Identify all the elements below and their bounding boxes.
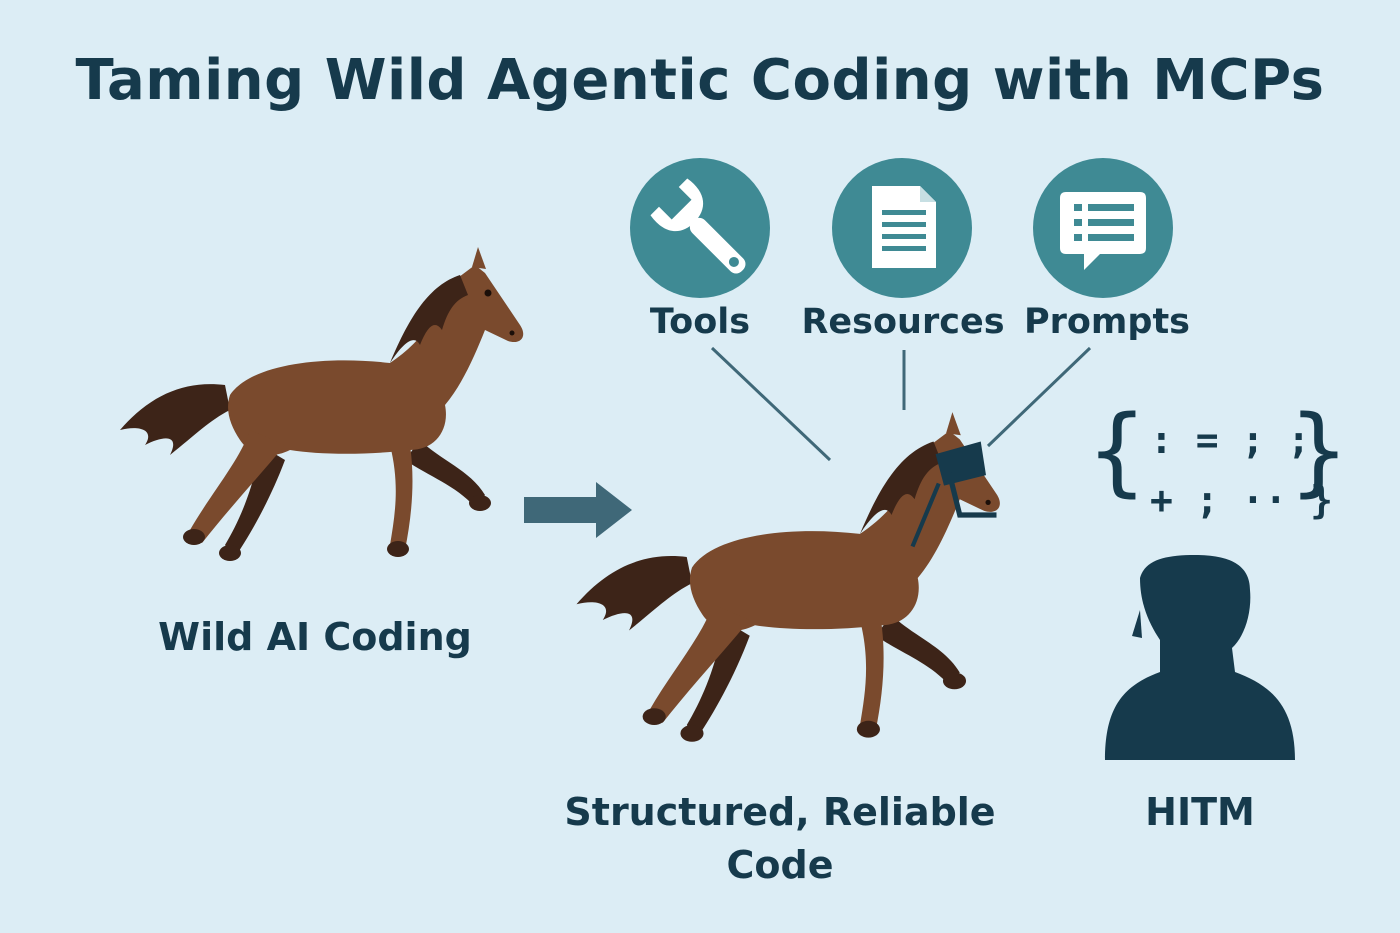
structured-caption-line1: Structured, Reliable xyxy=(564,790,996,834)
wrench-icon xyxy=(650,178,746,274)
wild-horse-icon xyxy=(120,247,524,561)
chat-list-icon xyxy=(1060,192,1146,270)
hitm-caption: HITM xyxy=(1145,790,1255,834)
resources-label: Resources xyxy=(801,302,1005,342)
tamed-horse-icon xyxy=(576,412,1000,742)
wild-caption: Wild AI Coding xyxy=(158,615,472,659)
structured-caption-line2: Code xyxy=(726,843,834,887)
code-close-brace: } xyxy=(1290,395,1348,507)
person-icon xyxy=(1105,555,1295,760)
connector-lines xyxy=(710,346,1092,462)
transition-arrow-icon xyxy=(524,482,632,538)
tools-connector xyxy=(710,346,832,462)
code-line-2: + ; ·· } xyxy=(1150,478,1334,522)
code-line-1: : = ; ; xyxy=(1150,418,1311,462)
prompts-connector xyxy=(986,346,1092,448)
document-icon xyxy=(872,186,936,268)
code-open-brace: { xyxy=(1088,395,1146,507)
tools-label: Tools xyxy=(649,302,751,342)
prompts-label: Prompts xyxy=(1023,302,1191,342)
diagram-title: Taming Wild Agentic Coding with MCPs xyxy=(75,48,1325,113)
